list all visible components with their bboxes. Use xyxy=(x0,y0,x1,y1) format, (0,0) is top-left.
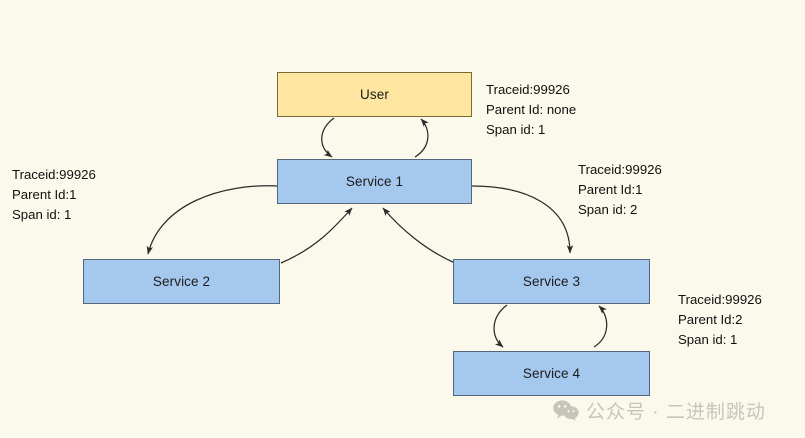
node-service-3[interactable]: Service 3 xyxy=(453,259,650,304)
annotation-service3-spanid: Span id: 2 xyxy=(578,202,638,218)
watermark-text: 公众号 · 二进制跳动 xyxy=(586,402,766,423)
edge-service2-to-service1 xyxy=(280,207,353,264)
edge-service1-to-service2 xyxy=(146,185,280,255)
watermark: 公众号 · 二进制跳动 xyxy=(553,397,766,424)
annotation-user-spanid: Span id: 1 xyxy=(486,122,546,138)
edge-service3-to-service4 xyxy=(493,304,508,348)
node-service-3-label: Service 3 xyxy=(522,274,581,289)
annotation-service2-spanid: Span id: 1 xyxy=(12,207,72,223)
edge-service4-to-service3 xyxy=(593,305,608,348)
node-user-label: User xyxy=(360,87,389,102)
annotation-service2-span: Traceid:99926 Parent Id:1 Span id: 1 xyxy=(12,165,96,225)
annotation-user-parentid: Parent Id: none xyxy=(486,102,577,118)
annotation-service4-traceid: Traceid:99926 xyxy=(678,292,762,307)
annotation-service2-parentid: Parent Id:1 xyxy=(12,187,77,203)
annotation-service4-parentid: Parent Id:2 xyxy=(678,312,743,328)
edge-service1-to-user xyxy=(414,118,429,158)
annotation-service4-spanid: Span id: 1 xyxy=(678,332,738,348)
node-service-1[interactable]: Service 1 xyxy=(277,159,472,204)
node-service-4[interactable]: Service 4 xyxy=(453,351,650,396)
annotation-user-span: Traceid:99926 Parent Id: none Span id: 1 xyxy=(486,80,576,140)
node-service-2[interactable]: Service 2 xyxy=(83,259,280,304)
edge-service1-to-service3 xyxy=(471,185,574,254)
annotation-service3-parentid: Parent Id:1 xyxy=(578,182,643,198)
annotation-service4-span: Traceid:99926 Parent Id:2 Span id: 1 xyxy=(678,290,762,350)
edge-user-to-service1 xyxy=(321,117,335,158)
node-service-1-label: Service 1 xyxy=(345,174,404,189)
edge-service3-to-service1 xyxy=(382,207,456,264)
annotation-service2-traceid: Traceid:99926 xyxy=(12,167,96,182)
wechat-icon xyxy=(553,400,579,421)
annotation-service3-span: Traceid:99926 Parent Id:1 Span id: 2 xyxy=(578,160,662,220)
node-service-4-label: Service 4 xyxy=(522,366,581,381)
annotation-user-traceid: Traceid:99926 xyxy=(486,82,570,97)
node-service-2-label: Service 2 xyxy=(152,274,211,289)
node-user[interactable]: User xyxy=(277,72,472,117)
annotation-service3-traceid: Traceid:99926 xyxy=(578,162,662,177)
